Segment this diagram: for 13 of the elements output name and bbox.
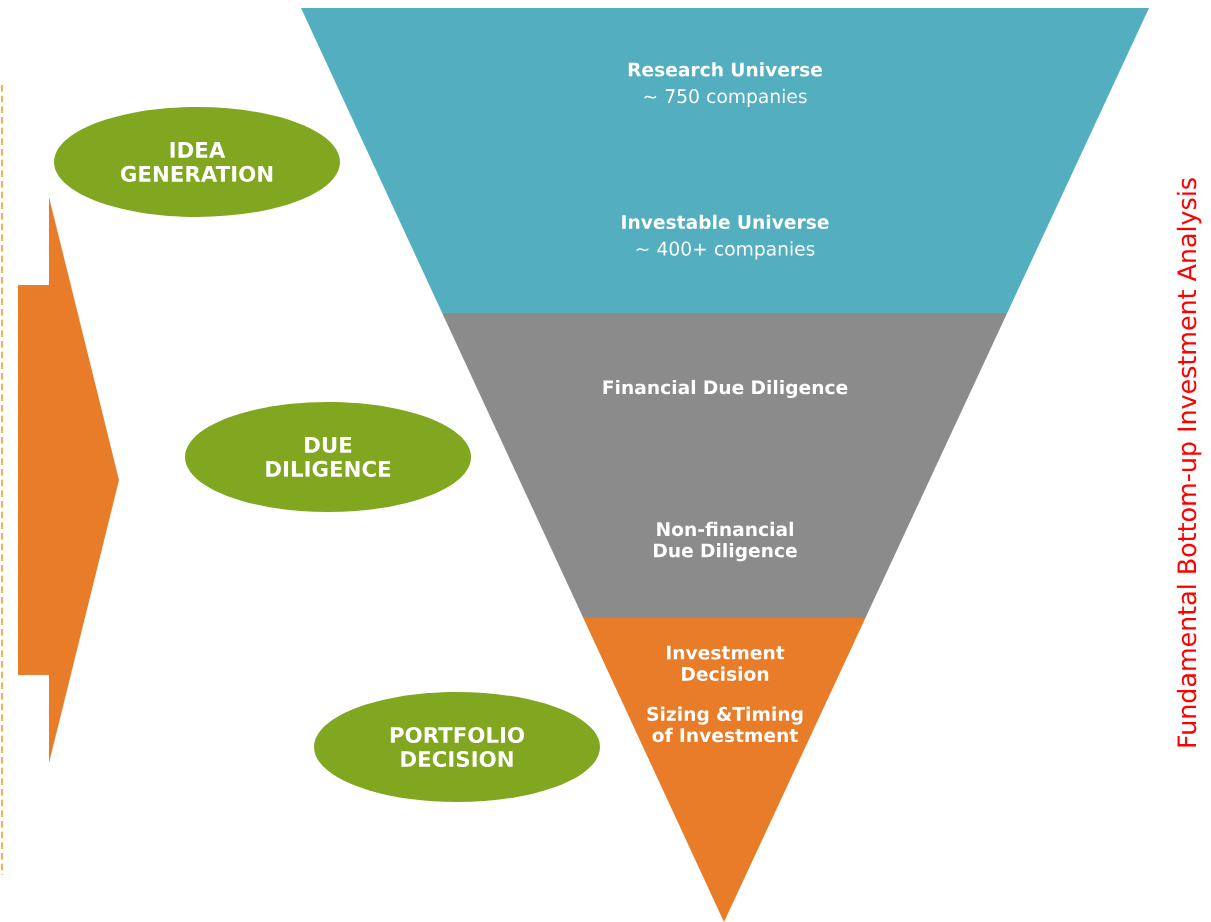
funnel-band: Research Universe ~ 750 companies: [301, 8, 1149, 161]
node-label: ~ 750 companies: [644, 88, 807, 107]
funnel-band: Non-financial Due Diligence: [512, 465, 937, 618]
funnel-band: Investment Decision Sizing &Timing of Investment: [583, 618, 866, 770]
funnel-band: Investable Universe ~ 400+ companies: [371, 161, 1078, 313]
node-label: Financial Due Diligence: [603, 379, 848, 399]
node-label: Research Universe: [628, 62, 822, 77]
funnel-tip: [653, 770, 795, 922]
funnel-band: Financial Due Diligence: [442, 313, 1008, 465]
node-label: ~ 400+ companies: [636, 241, 815, 260]
node-label: Non-financial Due Diligence: [654, 521, 797, 562]
node-label: Investable Universe: [622, 214, 829, 230]
side-title: Fundamental Bottom-up Investment Analysis: [1176, 178, 1202, 747]
